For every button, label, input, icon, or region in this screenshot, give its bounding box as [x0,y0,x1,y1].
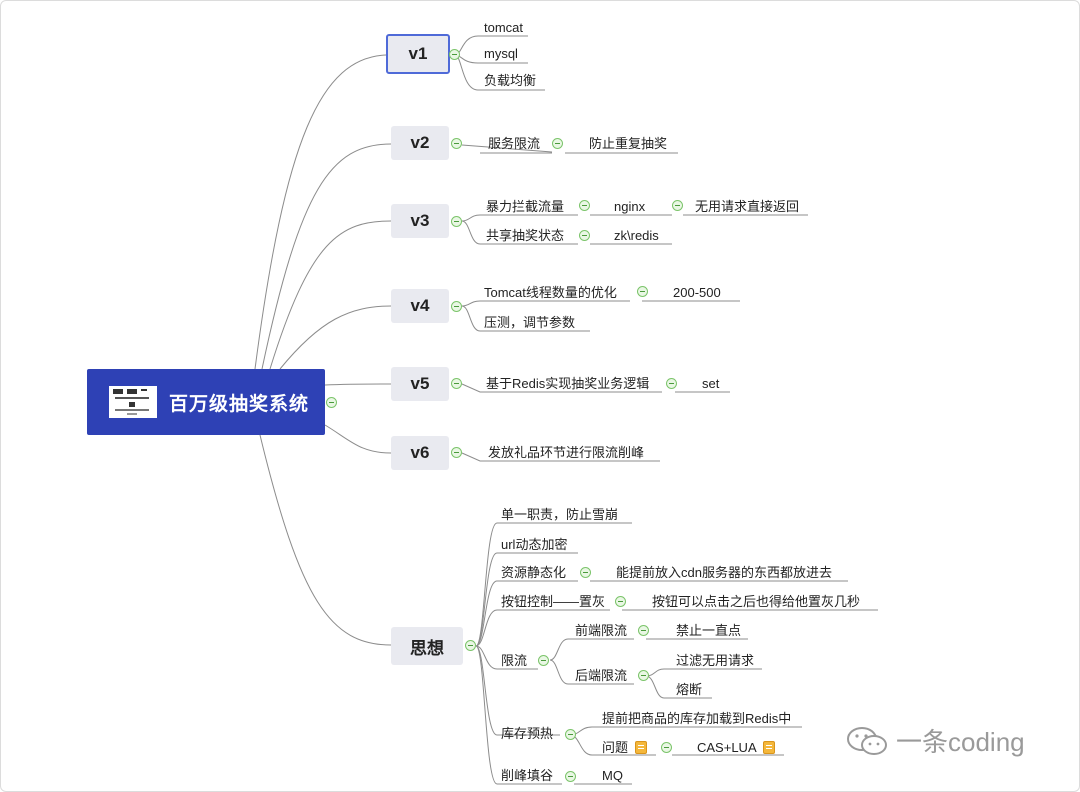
thought-frontend-limit[interactable]: 前端限流 [575,623,628,638]
thought-peak-shaving[interactable]: 削峰填谷 [501,768,554,783]
node-v2[interactable]: v2 [391,126,449,160]
v2-limit-toggle[interactable] [552,138,563,149]
root-logo-icon [109,386,157,418]
thought-static-resources[interactable]: 资源静态化 [501,565,567,580]
node-thoughts[interactable]: 思想 [391,627,463,665]
thought-circuit-break[interactable]: 熔断 [676,682,703,697]
backend-limit-toggle[interactable] [638,670,649,681]
v6-collapse-toggle[interactable] [451,447,462,458]
v5-collapse-toggle[interactable] [451,378,462,389]
root-node[interactable]: 百万级抽奖系统 [87,369,325,435]
node-v5[interactable]: v5 [391,367,449,401]
root-title: 百万级抽奖系统 [169,393,310,415]
v1-item-mysql[interactable]: mysql [484,46,518,61]
v3-intercept-toggle[interactable] [579,200,590,211]
thought-button-gray-detail[interactable]: 按钮可以点击之后也得给他置灰几秒 [652,594,861,609]
v5-redis-logic[interactable]: 基于Redis实现抽奖业务逻辑 [486,376,650,391]
v5-logic-toggle[interactable] [666,378,677,389]
thought-backend-limit[interactable]: 后端限流 [575,668,628,683]
thought-cdn[interactable]: 能提前放入cdn服务器的东西都放进去 [616,565,832,580]
v1-item-tomcat[interactable]: tomcat [484,20,524,35]
peak-shaving-toggle[interactable] [565,771,576,782]
root-collapse-toggle[interactable] [326,397,337,408]
cas-lua-note-icon[interactable] [763,741,775,754]
thought-no-click[interactable]: 禁止一直点 [676,623,742,638]
button-gray-toggle[interactable] [615,596,626,607]
thought-cas-lua[interactable]: CAS+LUA [697,740,757,755]
v2-collapse-toggle[interactable] [451,138,462,149]
thoughts-collapse-toggle[interactable] [465,640,476,651]
v3-share-state[interactable]: 共享抽奖状态 [486,228,565,243]
v3-nginx-toggle[interactable] [672,200,683,211]
thought-rate-limit[interactable]: 限流 [501,653,528,668]
v3-intercept-traffic[interactable]: 暴力拦截流量 [486,199,565,214]
v4-tomcat-threads[interactable]: Tomcat线程数量的优化 [484,285,617,300]
static-resources-toggle[interactable] [580,567,591,578]
problem-note-icon[interactable] [635,741,647,754]
v6-gift-limit[interactable]: 发放礼品环节进行限流削峰 [488,445,645,460]
v4-threads-toggle[interactable] [637,286,648,297]
v3-nginx[interactable]: nginx [614,199,646,214]
watermark-text: 一条coding [896,727,1025,757]
node-v6[interactable]: v6 [391,436,449,470]
thought-single-responsibility[interactable]: 单一职责，防止雪崩 [501,507,619,522]
thought-mq[interactable]: MQ [602,768,623,783]
watermark: 一条coding [846,722,1025,759]
stock-preheat-toggle[interactable] [565,729,576,740]
v4-collapse-toggle[interactable] [451,301,462,312]
v1-collapse-toggle[interactable] [449,49,460,60]
thought-stock-preheat[interactable]: 库存预热 [501,726,554,741]
v4-stress-test[interactable]: 压测，调节参数 [484,315,576,330]
node-v3[interactable]: v3 [391,204,449,238]
node-v1[interactable]: v1 [386,34,450,74]
thought-button-gray[interactable]: 按钮控制——置灰 [501,594,606,609]
v5-set[interactable]: set [702,376,720,391]
thought-problem[interactable]: 问题 [602,740,629,755]
rate-limit-toggle[interactable] [538,655,549,666]
thought-load-to-redis[interactable]: 提前把商品的库存加载到Redis中 [602,711,792,726]
thought-filter-requests[interactable]: 过滤无用请求 [676,653,755,668]
frontend-limit-toggle[interactable] [638,625,649,636]
v2-service-limit[interactable]: 服务限流 [488,136,541,151]
thought-url-encrypt[interactable]: url动态加密 [501,537,568,552]
v3-zk-redis[interactable]: zk\redis [614,228,659,243]
v3-share-toggle[interactable] [579,230,590,241]
v3-collapse-toggle[interactable] [451,216,462,227]
v1-item-load-balance[interactable]: 负载均衡 [484,73,537,88]
v3-return-directly[interactable]: 无用请求直接返回 [695,199,800,214]
node-v4[interactable]: v4 [391,289,449,323]
v4-range[interactable]: 200-500 [673,285,721,300]
v2-prevent-repeat[interactable]: 防止重复抽奖 [589,136,668,151]
problem-toggle[interactable] [661,742,672,753]
wechat-icon [846,725,890,757]
